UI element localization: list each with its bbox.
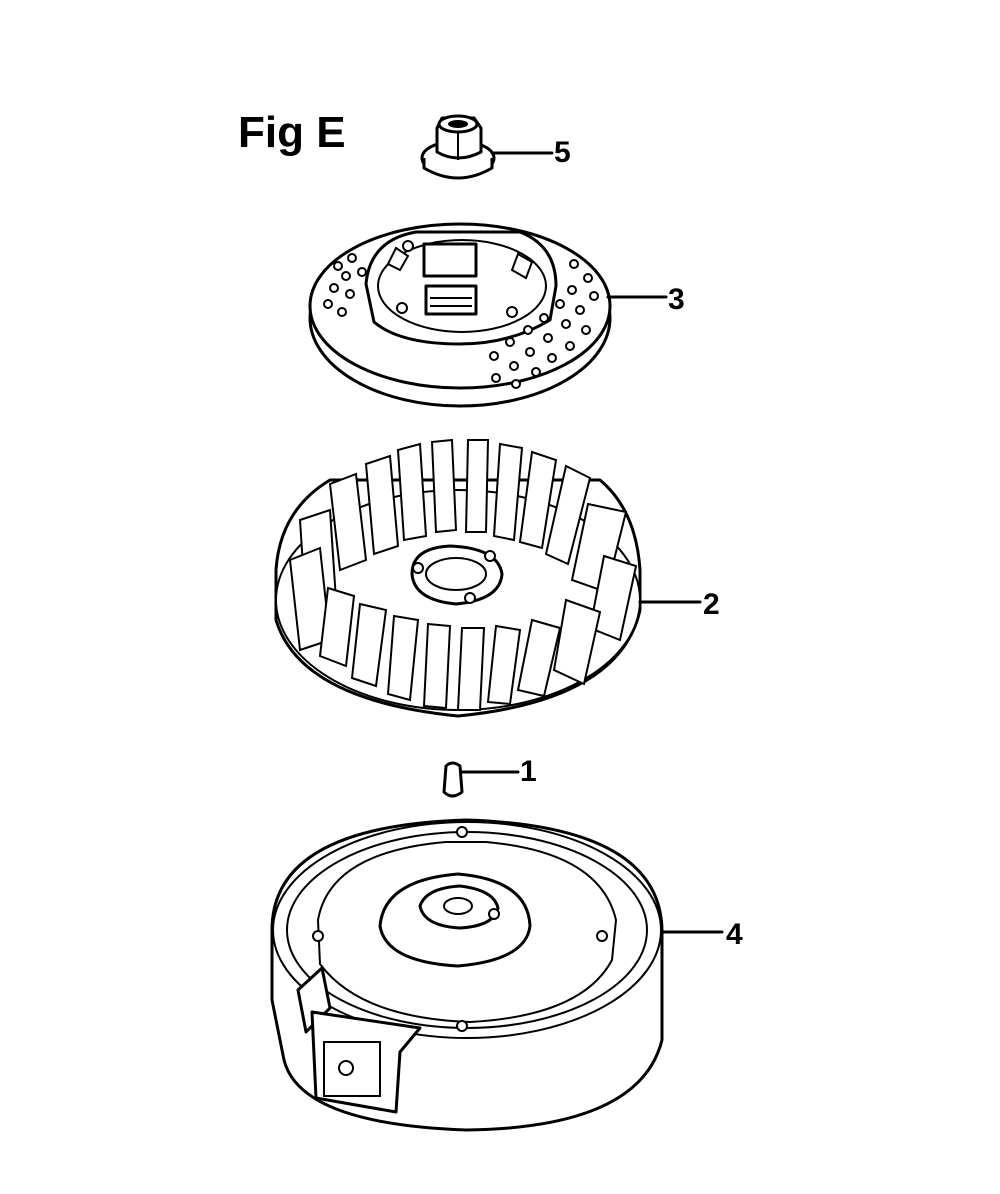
callout-2: 2	[703, 588, 720, 621]
part-4-housing	[270, 818, 724, 1132]
callout-4: 4	[726, 918, 743, 951]
callout-1: 1	[520, 755, 537, 788]
figure-title: Fig E	[238, 108, 346, 157]
callout-3: 3	[668, 283, 685, 316]
part-2-flywheel	[274, 438, 702, 718]
part-1-key	[442, 761, 520, 798]
callout-5: 5	[554, 136, 571, 169]
part-3-starter-cup	[308, 222, 668, 408]
part-5-flange-nut	[420, 114, 554, 180]
